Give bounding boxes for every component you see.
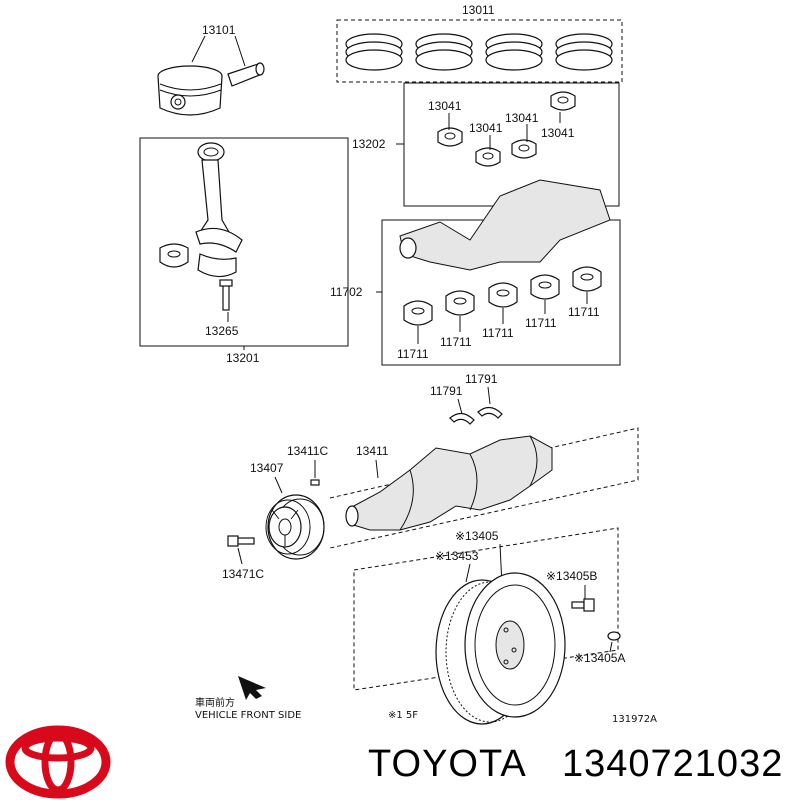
piston-rings-illustration [345, 33, 613, 71]
label-thrust-washer-1: 11791 [430, 384, 463, 398]
label-main-bearing-2: 11711 [440, 335, 472, 349]
leader-line [237, 547, 243, 565]
label-conrod-assy: 13201 [226, 351, 260, 365]
flywheel-illustration [435, 572, 566, 725]
piston-illustration [157, 62, 265, 116]
label-rod-bearing-1: 13041 [428, 99, 462, 113]
main-bearings-illustration [403, 266, 602, 326]
label-main-bearing-4: 11711 [525, 316, 557, 330]
label-main-bearing-5: 11711 [568, 305, 600, 319]
label-pulley: 13407 [250, 461, 284, 475]
pulley-bolt-illustration [227, 535, 255, 547]
leader-line [274, 476, 283, 494]
leader-line [487, 386, 491, 405]
part-number: 1340721032 [562, 743, 783, 785]
flywheel-dashed-frame [353, 527, 619, 691]
leader-line [457, 398, 463, 415]
label-thrust-washer-2: 11791 [465, 372, 498, 386]
connecting-rod-illustration [159, 142, 243, 311]
label-flywheel-bolt: ※13405B [546, 569, 597, 583]
leader-line [191, 35, 206, 63]
leader-line [465, 563, 471, 583]
key-illustration [310, 479, 320, 486]
crankshaft-ghost-illustration [399, 179, 611, 271]
label-main-bearing-1: 11711 [397, 347, 429, 361]
leader-line [375, 459, 379, 479]
leader-line [609, 641, 613, 653]
label-crankshaft-key: 13411C [287, 444, 328, 458]
rod-bearings-illustration [437, 91, 576, 167]
label-piston: 13101 [202, 23, 236, 37]
footnote: ※1 5F [388, 710, 418, 721]
crank-pulley-illustration [265, 494, 325, 560]
crankshaft-illustration [345, 435, 553, 531]
leader-line [234, 35, 246, 67]
flywheel-bolt-illustration [571, 598, 595, 612]
label-main-bearing-set: 11702 [330, 285, 363, 299]
figure-code: 131972A [612, 714, 657, 725]
label-ring-gear: ※13453 [435, 549, 479, 563]
label-conrod-bolt: 13265 [205, 324, 239, 338]
label-bearing-set: 13202 [352, 137, 386, 151]
arrow-icon [238, 676, 266, 700]
direction-label-english: VEHICLE FRONT SIDE [195, 710, 301, 721]
label-crankshaft: 13411 [356, 444, 389, 458]
direction-label-japanese: 車両前方 [195, 696, 235, 709]
toyota-logo-icon [5, 725, 111, 799]
thrust-washer-illustration [449, 412, 475, 425]
thrust-washer-illustration [477, 406, 503, 419]
label-rod-bearing-4: 13041 [541, 126, 575, 140]
label-flywheel-pin: ※13405A [574, 651, 625, 665]
brand-name: TOYOTA [368, 743, 527, 785]
label-ring-set: 13011 [462, 3, 495, 17]
label-pulley-bolt: 13471C [222, 567, 264, 581]
conrod-frame [139, 137, 349, 347]
label-rod-bearing-2: 13041 [469, 121, 503, 135]
label-flywheel: ※13405 [455, 529, 499, 543]
label-main-bearing-3: 11711 [482, 326, 514, 340]
flywheel-pin-illustration [607, 631, 621, 641]
label-rod-bearing-3: 13041 [505, 111, 539, 125]
